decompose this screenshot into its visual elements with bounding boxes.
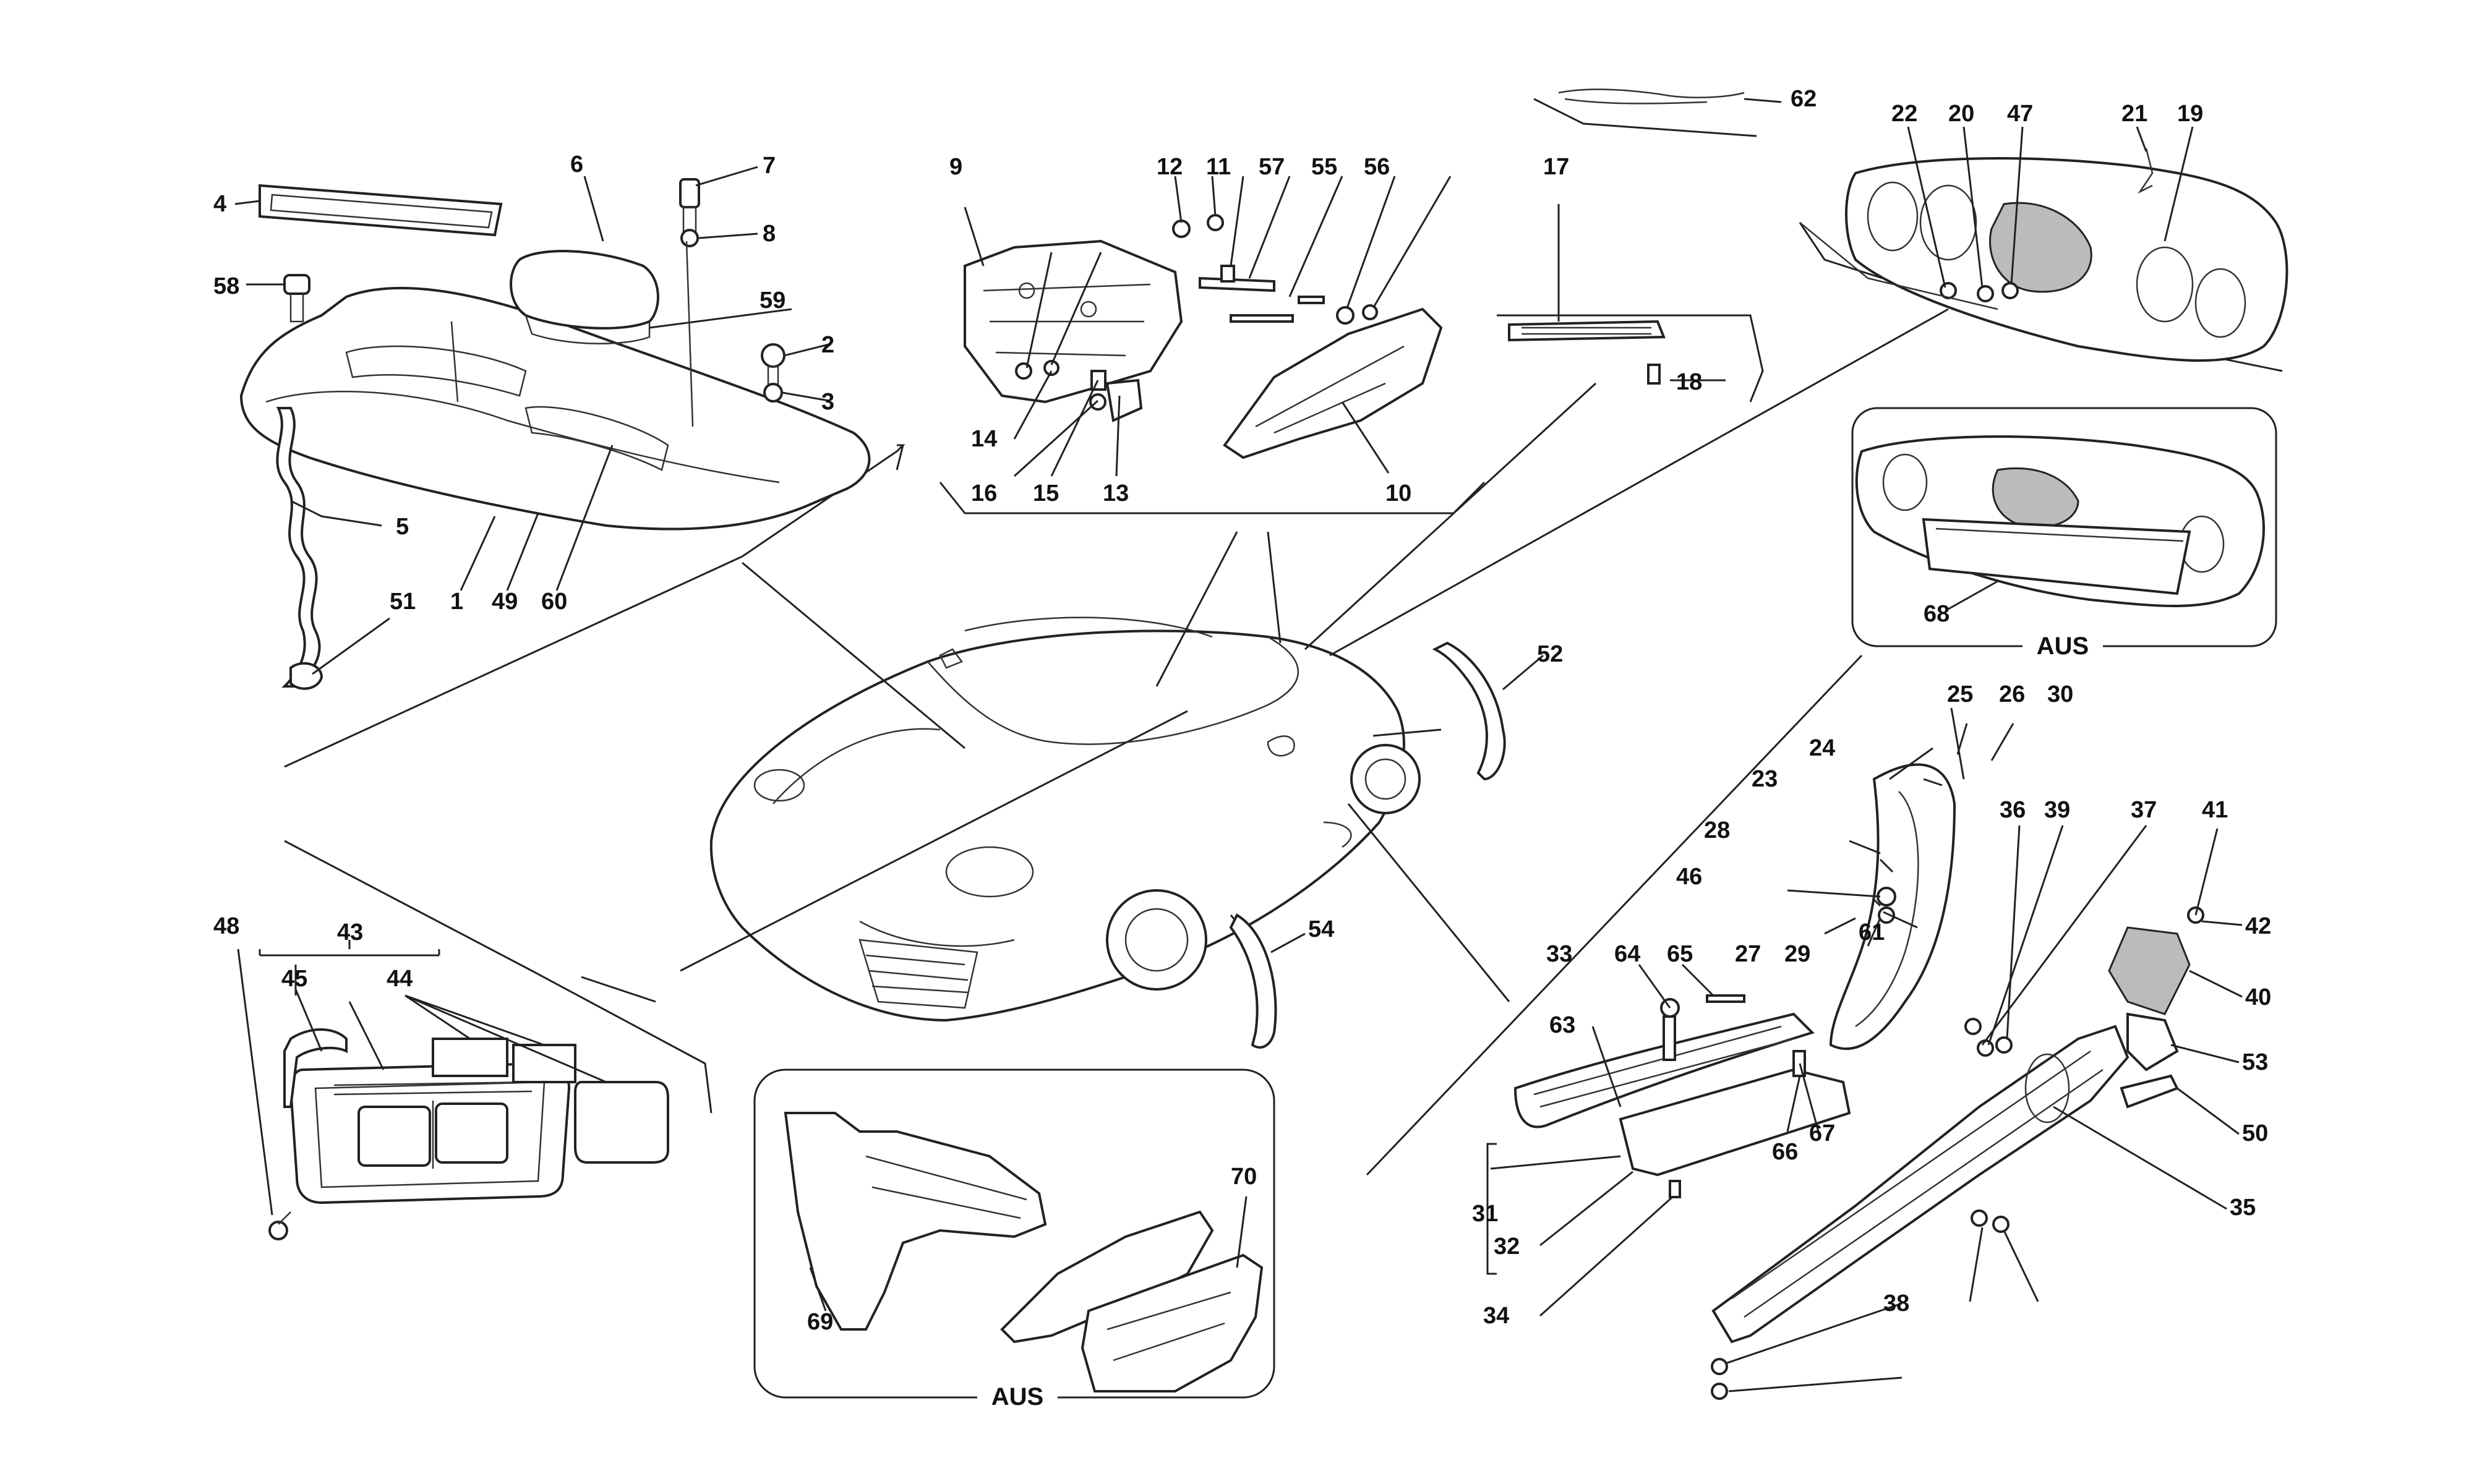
part-label: 67 <box>1809 1120 1835 1146</box>
part-label: 35 <box>2230 1195 2256 1221</box>
part-label: 31 <box>1472 1201 1498 1227</box>
part-label: 13 <box>1103 480 1129 506</box>
part-label: 17 <box>1543 154 1569 180</box>
part-label: 58 <box>213 273 239 299</box>
part-label: 25 <box>1947 681 1973 707</box>
part-label: 11 <box>1206 154 1231 180</box>
part-label: 46 <box>1676 864 1702 890</box>
part-label: 48 <box>213 913 239 939</box>
part-number-labels: 1 2 3 4 5 6 7 8 9 10 11 12 13 14 15 16 1… <box>213 86 2271 1335</box>
part-label: 2 <box>821 332 834 358</box>
part-label: 19 <box>2177 101 2203 127</box>
part-label: 8 <box>763 221 776 247</box>
part-label: 55 <box>1311 154 1337 180</box>
part-label: 29 <box>1784 941 1810 967</box>
part-label: 70 <box>1231 1164 1257 1190</box>
part-label: 44 <box>387 966 413 992</box>
rear-panel-group <box>1508 88 2288 385</box>
engine-cover-grille-group <box>239 178 871 690</box>
part-label: 50 <box>2242 1120 2268 1146</box>
label-leader-lines <box>234 98 2243 1392</box>
part-label: 10 <box>1385 480 1411 506</box>
front-hood-grille-group <box>268 1028 669 1240</box>
part-label: 32 <box>1494 1234 1520 1260</box>
part-label: 4 <box>213 191 226 217</box>
part-label: 34 <box>1483 1303 1509 1329</box>
part-label: 43 <box>337 919 363 945</box>
part-label: 60 <box>541 589 567 615</box>
aus-labels: AUS AUS <box>977 629 2103 1411</box>
part-label: 66 <box>1772 1139 1798 1165</box>
part-label: 15 <box>1033 480 1059 506</box>
part-label: 64 <box>1614 941 1640 967</box>
part-label: 37 <box>2131 797 2157 823</box>
part-label: 22 <box>1891 101 1917 127</box>
part-label: 38 <box>1883 1290 1909 1316</box>
wheelarch-shields-group <box>964 214 1443 459</box>
part-label: 28 <box>1704 817 1730 843</box>
part-label: 27 <box>1735 941 1761 967</box>
part-label: 33 <box>1546 941 1572 967</box>
part-label: 18 <box>1676 369 1702 395</box>
part-label: 9 <box>949 154 962 180</box>
part-label: 24 <box>1809 735 1835 761</box>
part-label: 16 <box>971 480 997 506</box>
side-sill-group <box>1513 763 2204 1400</box>
aus-label-rear: AUS <box>2037 633 2089 660</box>
part-label: 53 <box>2242 1049 2268 1075</box>
part-label: 12 <box>1157 154 1183 180</box>
part-label: 47 <box>2007 101 2033 127</box>
part-label: 63 <box>1549 1012 1575 1038</box>
part-label: 3 <box>821 389 834 415</box>
part-label: 61 <box>1859 919 1885 945</box>
part-label: 23 <box>1752 766 1778 792</box>
part-label: 30 <box>2047 681 2073 707</box>
part-label: 14 <box>971 426 997 452</box>
part-label: 40 <box>2245 984 2271 1010</box>
part-label: 52 <box>1537 641 1563 667</box>
part-label: 51 <box>390 589 416 615</box>
part-label: 20 <box>1948 101 1974 127</box>
aus-panel-arches <box>753 1068 1275 1399</box>
part-label: 69 <box>807 1309 833 1335</box>
part-label: 5 <box>396 514 409 540</box>
part-label: 45 <box>281 966 307 992</box>
car-outline <box>709 616 1421 1022</box>
part-label: 21 <box>2121 101 2147 127</box>
part-label: 59 <box>760 288 785 313</box>
rear-arch-trims-group <box>1229 641 1506 1049</box>
part-label: 68 <box>1924 601 1950 627</box>
part-label: 41 <box>2202 797 2228 823</box>
part-label: 65 <box>1667 941 1693 967</box>
part-label: 54 <box>1308 916 1334 942</box>
part-label: 62 <box>1791 86 1817 112</box>
part-label: 57 <box>1259 154 1285 180</box>
part-label: 6 <box>570 151 583 177</box>
part-label: 26 <box>1999 681 2025 707</box>
aus-label-arches: AUS <box>991 1383 1043 1410</box>
aus-panel-rear <box>1851 407 2277 647</box>
part-label: 56 <box>1364 154 1390 180</box>
part-label: 7 <box>763 153 776 179</box>
part-label: 1 <box>450 589 463 615</box>
part-label: 36 <box>2000 797 2026 823</box>
part-label: 49 <box>492 589 518 615</box>
part-label: 39 <box>2044 797 2070 823</box>
part-label: 42 <box>2245 913 2271 939</box>
